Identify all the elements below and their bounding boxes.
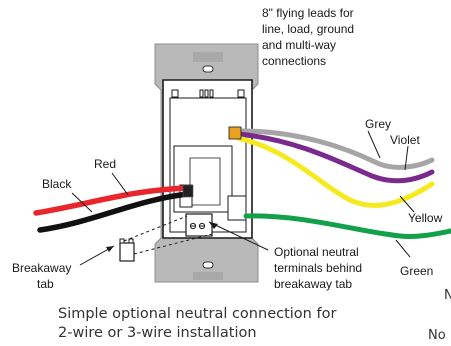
wire-connector xyxy=(182,184,194,198)
caption-line-1: Simple optional neutral connection for xyxy=(58,306,337,322)
caption-line-2: 2-wire or 3-wire installation xyxy=(58,325,257,341)
top-strap-ear xyxy=(193,52,223,62)
arrowhead xyxy=(106,246,114,252)
vent-slot xyxy=(199,89,204,98)
top-screw-slot xyxy=(202,65,214,73)
vent-slot xyxy=(171,89,179,98)
vent-slot xyxy=(204,89,209,98)
cut-text-bottom: No xyxy=(428,328,446,343)
grey-label: Grey xyxy=(365,117,391,131)
flying-leads-label: 8" flying leads for line, load, ground a… xyxy=(262,6,357,68)
green-label: Green xyxy=(400,264,433,278)
ground-terminal xyxy=(227,195,247,221)
neutral-terminals-label: Optional neutral terminals behind breaka… xyxy=(274,245,365,291)
vent-slot xyxy=(209,89,214,98)
dashed-guide xyxy=(133,233,213,255)
bottom-screw-slot xyxy=(202,261,214,269)
vent-slot xyxy=(237,89,245,98)
wire-red xyxy=(33,185,191,216)
dashed-guide xyxy=(123,215,188,242)
bottom-strap-ear xyxy=(193,272,223,280)
wire-yellow xyxy=(235,135,435,208)
cut-text-right: N xyxy=(444,288,451,303)
breakaway-tab-part xyxy=(119,215,213,262)
neutral-terminals xyxy=(185,213,213,237)
device-body xyxy=(162,79,253,239)
breakaway-tab-label: Breakaway tab xyxy=(12,261,75,291)
wire-green xyxy=(243,213,451,239)
red-label: Red xyxy=(94,157,116,171)
violet-label: Violet xyxy=(390,133,420,147)
black-label: Black xyxy=(42,177,72,191)
yellow-label: Yellow xyxy=(408,211,443,225)
arrowhead xyxy=(209,222,218,229)
wire-violet xyxy=(235,131,435,184)
wire-grey xyxy=(235,128,435,170)
lead-exit-grommet xyxy=(228,126,242,140)
wire-black xyxy=(37,191,191,233)
